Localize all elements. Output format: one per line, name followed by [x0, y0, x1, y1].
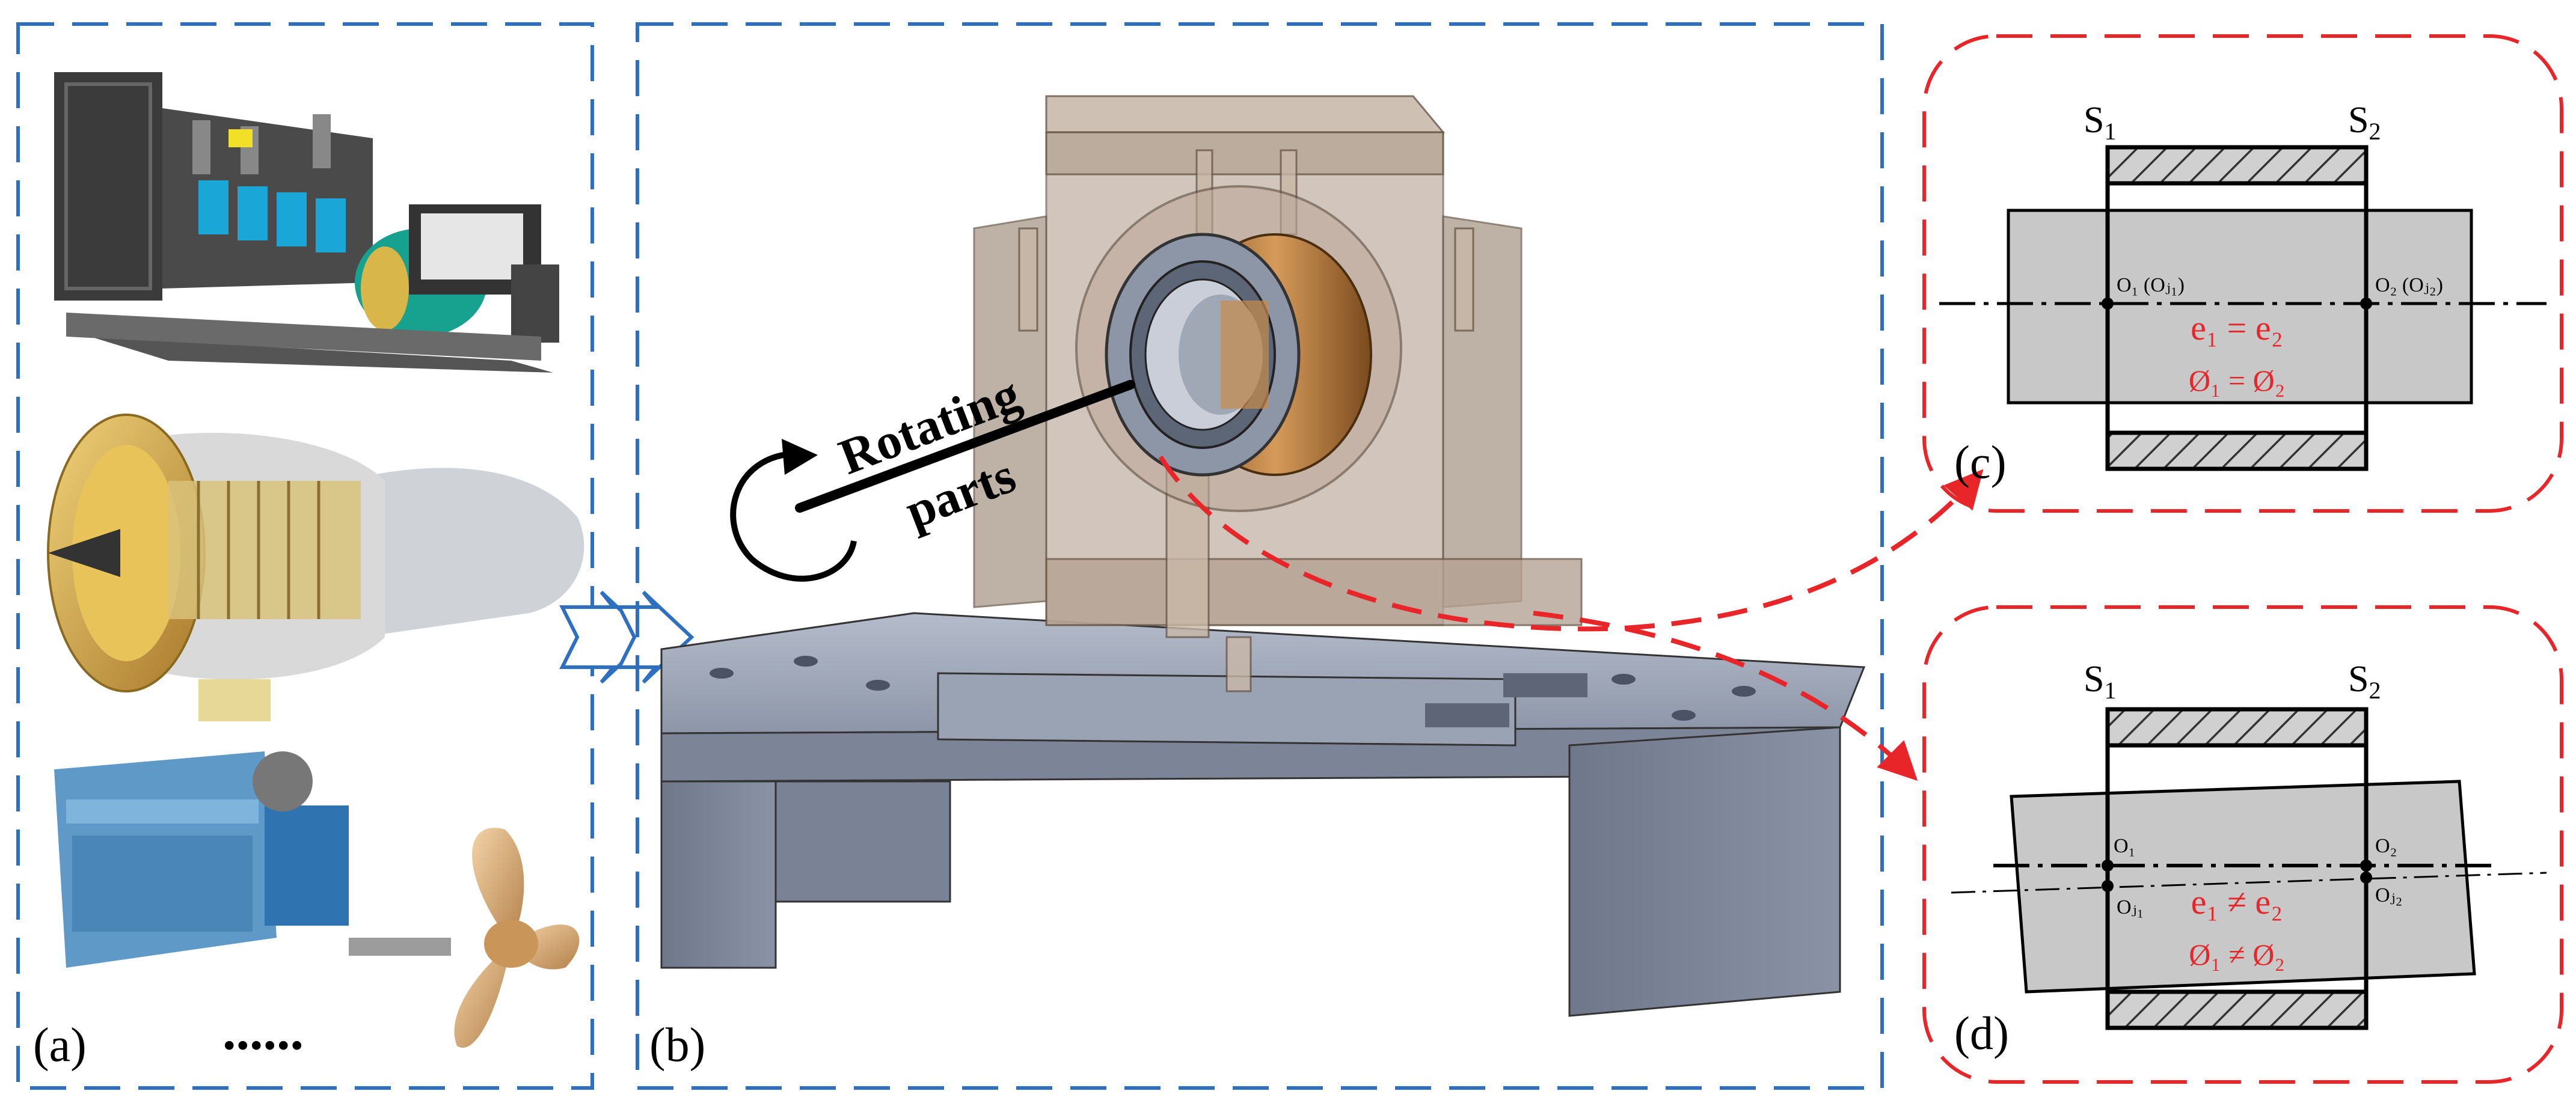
- o2-label: O₂ (Oⱼ₂): [2375, 274, 2443, 296]
- s2-label: S2: [2348, 659, 2381, 704]
- bearing-top-section: [2105, 707, 2369, 748]
- center-point-oj1: [2102, 880, 2114, 892]
- rotation-arrow-icon: [730, 451, 857, 582]
- test-rig-base: [660, 612, 1866, 1017]
- o1-label: O₁ (Oⱼ₁): [2117, 274, 2185, 296]
- propeller-shape: [454, 828, 580, 1048]
- bearing-top-section: [2105, 145, 2369, 186]
- panel-c-label: (c): [1954, 436, 2007, 488]
- o2-label: O₂: [2375, 835, 2397, 857]
- oj1-label: Oⱼ₁: [2117, 896, 2144, 918]
- panel-d: S1 S2 O₁ O₂ Oⱼ₁ Oⱼ₂ e₁ ≠ e₂ Ø₁ ≠ Ø₂ (d): [1922, 605, 2563, 1084]
- center-point-1: [2102, 298, 2114, 310]
- tilted-shaft-journal: [2010, 780, 2476, 994]
- oj2-label: Oⱼ₂: [2375, 884, 2402, 906]
- s2-label: S2: [2348, 100, 2381, 145]
- panel-c-frame: [1922, 34, 2563, 513]
- panel-d-label: (d): [1954, 1007, 2009, 1059]
- turbofan-engine-image: [47, 414, 584, 721]
- rotating-bearing: [1105, 233, 1372, 477]
- bearing-bottom-section: [2105, 989, 2369, 1030]
- center-point-o2: [2360, 860, 2372, 872]
- eccentricity-not-equal: e₁ ≠ e₂: [2191, 882, 2283, 921]
- panel-a: ...... (a): [16, 22, 594, 1090]
- panel-b: Rotating parts (b): [636, 22, 1984, 1090]
- panel-a-frame: [16, 22, 594, 1090]
- shaft-journal: [2007, 209, 2473, 405]
- center-point-o1: [2102, 860, 2114, 872]
- o1-label: O₁: [2114, 835, 2135, 857]
- generator-set-image: [54, 72, 559, 373]
- panel-a-ellipsis: ......: [222, 1001, 304, 1061]
- s1-label: S1: [2084, 659, 2116, 704]
- diameter-equal: Ø₁ = Ø₂: [2189, 364, 2285, 397]
- eccentricity-equal: e₁ = e₂: [2191, 308, 2283, 347]
- callout-arrow-to-d: [1533, 611, 1918, 781]
- marine-propulsion-image: [54, 751, 580, 1048]
- s1-label: S1: [2084, 100, 2116, 145]
- journal-centerline: [1951, 872, 2547, 894]
- panel-d-frame: [1922, 605, 2563, 1084]
- diameter-not-equal: Ø₁ ≠ Ø₂: [2189, 938, 2285, 971]
- center-point-oj2: [2360, 872, 2372, 884]
- center-point-2: [2360, 298, 2372, 310]
- panel-b-frame: [636, 22, 1884, 1090]
- panel-b-label: (b): [649, 1019, 705, 1072]
- panel-c: S1 S2 O₁ (Oⱼ₁) O₂ (Oⱼ₂) e₁ = e₂ Ø₁ = Ø₂ …: [1922, 34, 2563, 513]
- panel-a-label: (a): [33, 1019, 87, 1072]
- bearing-bottom-section: [2105, 430, 2369, 471]
